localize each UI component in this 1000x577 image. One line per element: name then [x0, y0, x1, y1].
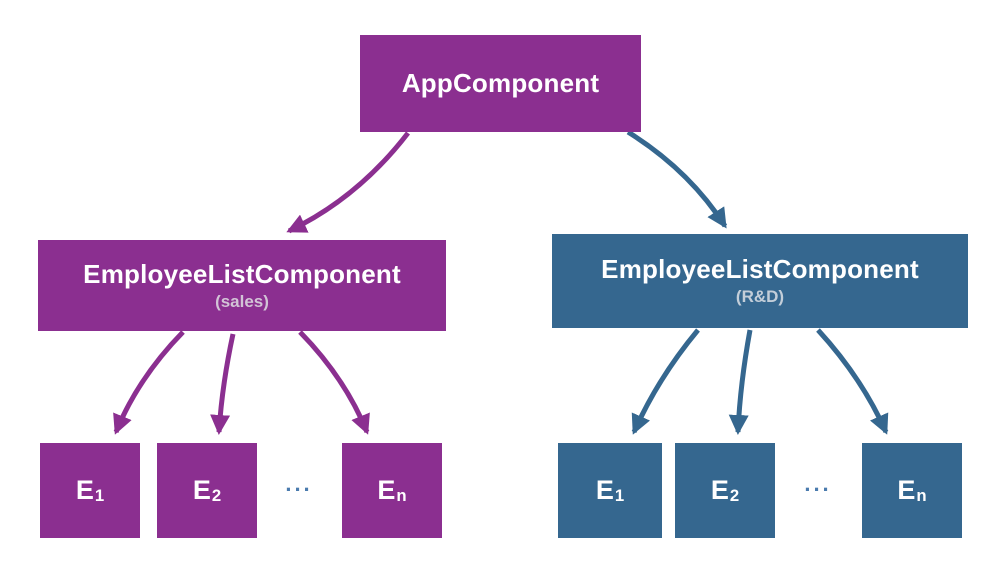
employee-list-sales-sublabel: (sales) [215, 291, 269, 311]
rnd-employee-node-n: En [862, 443, 962, 538]
edge-sales-to-e1 [113, 330, 185, 435]
rnd-employee-node-1: E1 [558, 443, 662, 538]
sales-employee-label-1: E1 [75, 475, 105, 505]
rnd-employee-label-n: En [897, 475, 927, 505]
sales-employee-label-2: E2 [192, 475, 222, 505]
rnd-employee-label-1: E1 [595, 475, 625, 505]
employee-list-rnd-sublabel: (R&D) [735, 287, 785, 307]
edge-sales-to-e2 [210, 333, 236, 435]
sales-ellipsis: ... [285, 471, 313, 496]
edge-rnd-to-en [816, 328, 889, 435]
sales-employee-label-n: En [377, 475, 407, 505]
edge-rnd-to-e1 [631, 328, 700, 435]
edge-app-to-sales [286, 131, 410, 234]
rnd-ellipsis: ... [804, 471, 832, 496]
employee-list-rnd-node: EmployeeListComponent (R&D) [552, 234, 968, 328]
edge-app-to-rnd [626, 129, 728, 229]
rnd-employee-node-2: E2 [675, 443, 775, 538]
rnd-employee-label-2: E2 [710, 475, 740, 505]
app-component-label: AppComponent [401, 67, 600, 98]
sales-employee-node-n: En [342, 443, 442, 538]
edge-sales-to-en [298, 330, 370, 435]
app-component-node: AppComponent [360, 35, 641, 132]
sales-employee-node-1: E1 [40, 443, 140, 538]
sales-employee-node-2: E2 [157, 443, 257, 538]
employee-list-sales-label: EmployeeListComponent [83, 258, 401, 289]
employee-list-sales-node: EmployeeListComponent (sales) [38, 240, 446, 331]
employee-list-rnd-label: EmployeeListComponent [601, 254, 919, 285]
edge-rnd-to-e2 [728, 329, 753, 435]
